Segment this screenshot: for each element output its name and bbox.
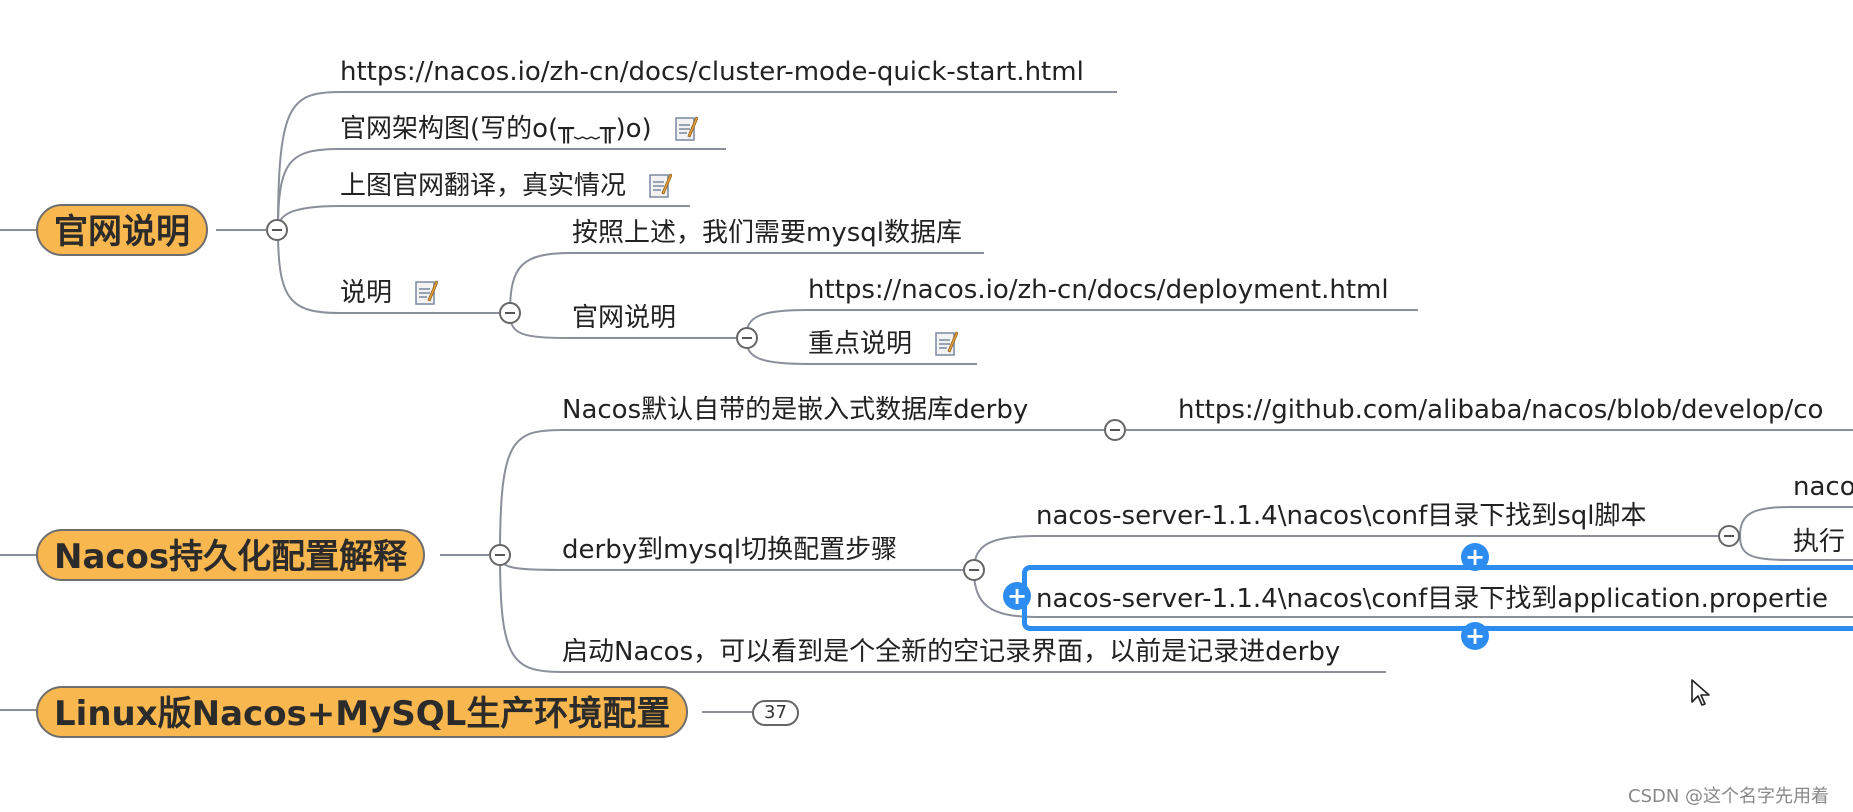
node-official-translation[interactable]: 上图官网翻译，真实情况 — [340, 170, 673, 202]
link-deployment[interactable]: https://nacos.io/zh-cn/docs/deployment.h… — [808, 275, 1389, 305]
note-icon[interactable] — [934, 329, 959, 357]
node-label: 官网架构图(写的o(╥﹏╥)o) — [340, 114, 652, 144]
node-key-points[interactable]: 重点说明 — [808, 328, 959, 360]
topic-official-explanation[interactable]: 官网说明 — [36, 204, 208, 256]
collapse-icon[interactable] — [963, 559, 985, 581]
node-switch-steps[interactable]: derby到mysql切换配置步骤 — [562, 535, 898, 565]
collapsed-children-count[interactable]: 37 — [752, 700, 799, 726]
node-find-sql-script[interactable]: nacos-server-1.1.4\nacos\conf目录下找到sql脚本 — [1036, 501, 1647, 531]
node-official-explain-sub[interactable]: 官网说明 — [572, 303, 677, 333]
link-github-derby[interactable]: https://github.com/alibaba/nacos/blob/de… — [1178, 395, 1824, 425]
plus-icon[interactable]: + — [1461, 543, 1489, 571]
topic-nacos-persistence[interactable]: Nacos持久化配置解释 — [36, 529, 426, 581]
topic-linux-nacos-mysql[interactable]: Linux版Nacos+MySQL生产环境配置 — [36, 686, 689, 738]
node-start-nacos[interactable]: 启动Nacos，可以看到是个全新的空记录界面，以前是记录进derby — [562, 637, 1341, 667]
node-sql-child-2[interactable]: 执行 — [1793, 527, 1846, 557]
node-need-mysql[interactable]: 按照上述，我们需要mysql数据库 — [572, 218, 962, 248]
collapse-icon[interactable] — [499, 302, 521, 324]
plus-icon[interactable]: + — [1461, 622, 1489, 650]
node-label: 上图官网翻译，真实情况 — [340, 171, 627, 201]
collapse-icon[interactable] — [1718, 525, 1740, 547]
collapse-icon[interactable] — [489, 544, 511, 566]
collapse-icon[interactable] — [736, 327, 758, 349]
link-cluster-mode[interactable]: https://nacos.io/zh-cn/docs/cluster-mode… — [340, 57, 1084, 87]
note-icon[interactable] — [414, 278, 439, 306]
collapse-icon[interactable] — [266, 219, 288, 241]
node-sql-child-1[interactable]: naco — [1793, 472, 1853, 502]
node-explanation[interactable]: 说明 — [340, 277, 439, 309]
node-label: 重点说明 — [808, 329, 913, 359]
note-icon[interactable] — [648, 171, 673, 199]
plus-icon[interactable]: + — [1003, 582, 1031, 610]
csdn-watermark: CSDN @这个名字先用着 — [1628, 786, 1830, 807]
collapse-icon[interactable] — [1104, 419, 1126, 441]
node-label: 说明 — [340, 278, 393, 308]
mouse-cursor — [1691, 679, 1710, 706]
node-architecture-diagram[interactable]: 官网架构图(写的o(╥﹏╥)o) — [340, 113, 698, 145]
node-find-application-properties[interactable]: nacos-server-1.1.4\nacos\conf目录下找到applic… — [1036, 584, 1829, 614]
node-derby-default[interactable]: Nacos默认自带的是嵌入式数据库derby — [562, 395, 1029, 425]
note-icon[interactable] — [674, 114, 698, 142]
